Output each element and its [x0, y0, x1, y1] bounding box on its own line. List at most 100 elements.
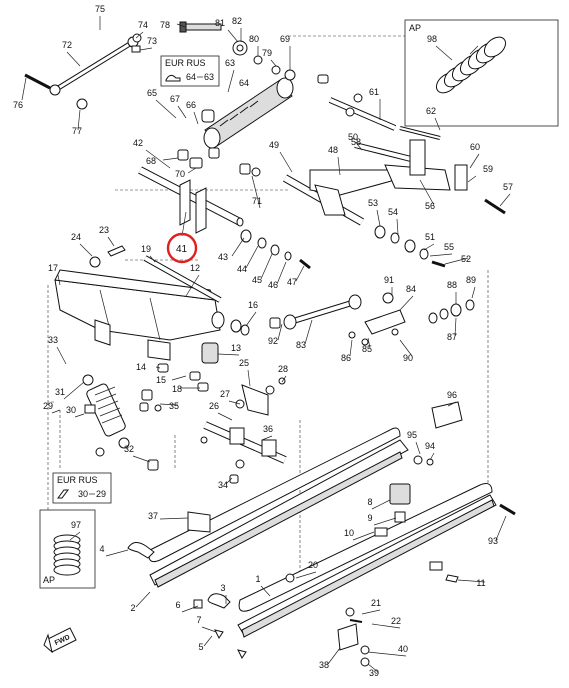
- leader-line: [159, 403, 179, 406]
- highlighted-callout: 41: [166, 232, 198, 264]
- part-number-68: 68: [146, 156, 156, 166]
- leader-line: [423, 243, 435, 251]
- part-number-61: 61: [369, 87, 379, 97]
- part-number-85: 85: [362, 344, 372, 354]
- leader-line: [367, 337, 371, 349]
- part-number-34: 34: [218, 480, 228, 490]
- part-number-2: 2: [130, 603, 135, 613]
- eur-rus-box-lower: EUR RUS 30 29: [52, 472, 112, 504]
- leader-line: [155, 99, 177, 119]
- part-number-46: 46: [268, 280, 278, 290]
- leader-line: [495, 515, 507, 541]
- leader-line: [132, 455, 151, 463]
- leader-line: [228, 400, 241, 405]
- leader-line: [276, 261, 287, 285]
- part-number-62: 62: [426, 106, 436, 116]
- part-number-15: 15: [156, 375, 166, 385]
- leader-line: [281, 375, 287, 383]
- part-number-45: 45: [252, 275, 262, 285]
- leader-line: [415, 441, 421, 455]
- leader-line: [187, 167, 197, 174]
- part-number-30: 30: [66, 405, 76, 415]
- part-number-73: 73: [147, 36, 157, 46]
- part-number-27: 27: [220, 389, 230, 399]
- part-number-81: 81: [215, 18, 225, 28]
- bracket-icon: [57, 489, 69, 499]
- leader-line: [162, 157, 179, 161]
- part-number-50: 50: [348, 132, 358, 142]
- leader-line: [499, 193, 511, 207]
- leader-line: [57, 274, 61, 286]
- part-number-29: 29: [43, 401, 53, 411]
- part-number-51: 51: [425, 232, 435, 242]
- leader-line: [135, 31, 144, 39]
- part-number-88: 88: [447, 280, 457, 290]
- part-number-66: 66: [186, 100, 196, 110]
- part-number-37: 37: [148, 511, 158, 521]
- ap-inset-label: AP: [409, 23, 421, 33]
- part-number-42: 42: [133, 138, 143, 148]
- svg-text:29: 29: [96, 489, 106, 499]
- part-number-82: 82: [232, 16, 242, 26]
- part-number-77: 77: [72, 126, 82, 136]
- leader-line: [79, 243, 93, 257]
- part-number-13: 13: [231, 343, 241, 353]
- part-number-17: 17: [48, 263, 58, 273]
- part-number-14: 14: [136, 362, 146, 372]
- leader-line: [185, 274, 200, 297]
- leader-line: [373, 517, 397, 526]
- svg-text:30: 30: [78, 489, 88, 499]
- leader-line: [225, 477, 233, 485]
- leader-line: [352, 531, 375, 541]
- part-number-72: 72: [62, 40, 72, 50]
- part-number-96: 96: [447, 390, 457, 400]
- part-number-93: 93: [488, 536, 498, 546]
- leader-line: [261, 435, 273, 441]
- part-number-98: 98: [427, 34, 437, 44]
- leader-line: [361, 609, 381, 615]
- part-number-78: 78: [160, 20, 170, 30]
- leader-line: [107, 236, 115, 247]
- leader-line: [469, 153, 480, 169]
- part-number-32: 32: [124, 444, 134, 454]
- leader-line: [63, 381, 85, 400]
- shock-absorber: [201, 40, 296, 149]
- leader-line: [367, 663, 379, 673]
- part-number-95: 95: [407, 430, 417, 440]
- part-number-63: 63: [225, 58, 235, 68]
- leader-line: [435, 45, 453, 61]
- leader-line: [251, 175, 261, 209]
- eur-rus-title: EUR RUS: [57, 475, 98, 485]
- upper-arm-assembly: [24, 21, 222, 110]
- leader-line: [396, 218, 399, 235]
- part-number-60: 60: [470, 142, 480, 152]
- part-number-69: 69: [280, 34, 290, 44]
- leader-line: [419, 179, 435, 206]
- part-number-44: 44: [237, 264, 247, 274]
- part-number-89: 89: [466, 275, 476, 285]
- leader-line: [277, 323, 283, 341]
- leader-line: [135, 591, 151, 608]
- leader-line: [245, 311, 257, 327]
- part-number-38: 38: [319, 660, 329, 670]
- leader-line: [447, 401, 457, 407]
- leader-line: [231, 237, 245, 257]
- part-number-3: 3: [220, 583, 225, 593]
- part-number-53: 53: [368, 198, 378, 208]
- part-number-83: 83: [296, 340, 306, 350]
- leader-line: [217, 412, 233, 421]
- leader-line: [21, 77, 27, 101]
- part-number-47: 47: [287, 277, 297, 287]
- part-number-84: 84: [406, 284, 416, 294]
- part-number-35: 35: [169, 401, 179, 411]
- leader-line: [227, 29, 239, 43]
- part-number-22: 22: [391, 616, 401, 626]
- leader-line: [193, 111, 199, 125]
- leader-line: [467, 175, 477, 183]
- leader-line: [145, 149, 171, 169]
- part-number-7: 7: [196, 615, 201, 625]
- part-number-87: 87: [447, 332, 457, 342]
- leader-line: [176, 23, 186, 28]
- fwd-marker: FWD: [43, 627, 77, 654]
